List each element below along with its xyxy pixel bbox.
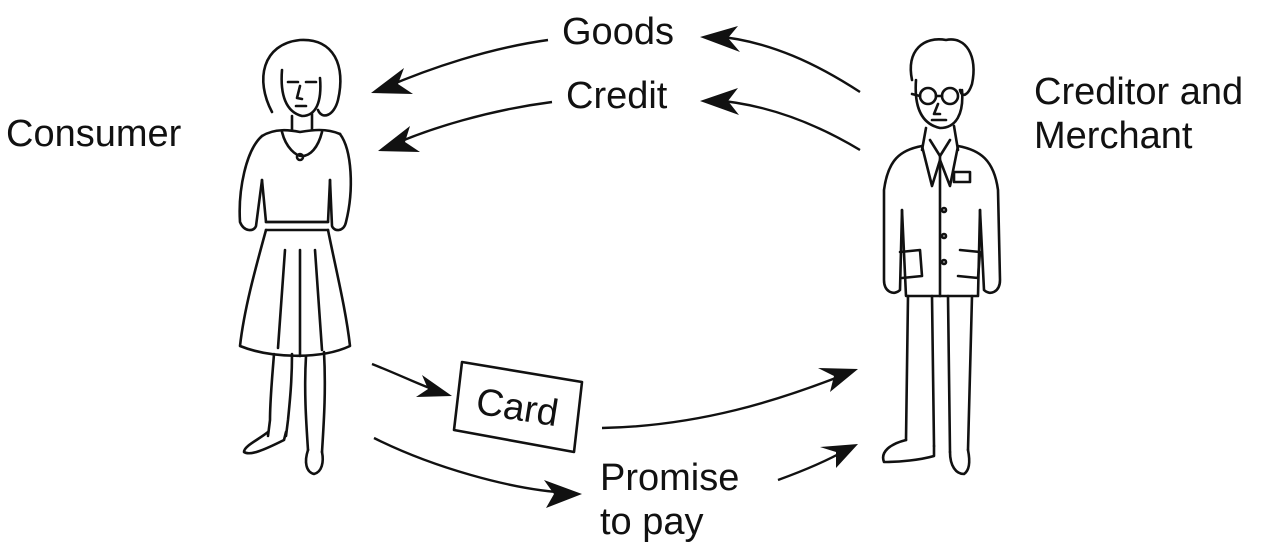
merchant-label-line2: Merchant (1034, 115, 1193, 157)
goods-arrow (371, 26, 861, 94)
merchant-figure-icon (881, 38, 1002, 476)
goods-label: Goods (562, 11, 674, 53)
credit-arrow (378, 88, 861, 152)
card-to-merchant-arrow (601, 368, 858, 430)
card-to-card-arrow (371, 362, 452, 397)
credit-label: Credit (566, 75, 668, 117)
promise-to-pay-label: Promise to pay (600, 456, 739, 544)
promise-arrows (373, 436, 858, 508)
consumer-label: Consumer (6, 113, 182, 155)
merchant-label: Creditor and Merchant (1034, 70, 1243, 158)
consumer-figure-icon (238, 38, 353, 476)
merchant-label-line1: Creditor and (1034, 71, 1244, 113)
card-icon (452, 360, 584, 454)
promise-label-line2: to pay (600, 501, 704, 543)
promise-label-line1: Promise (600, 457, 740, 499)
